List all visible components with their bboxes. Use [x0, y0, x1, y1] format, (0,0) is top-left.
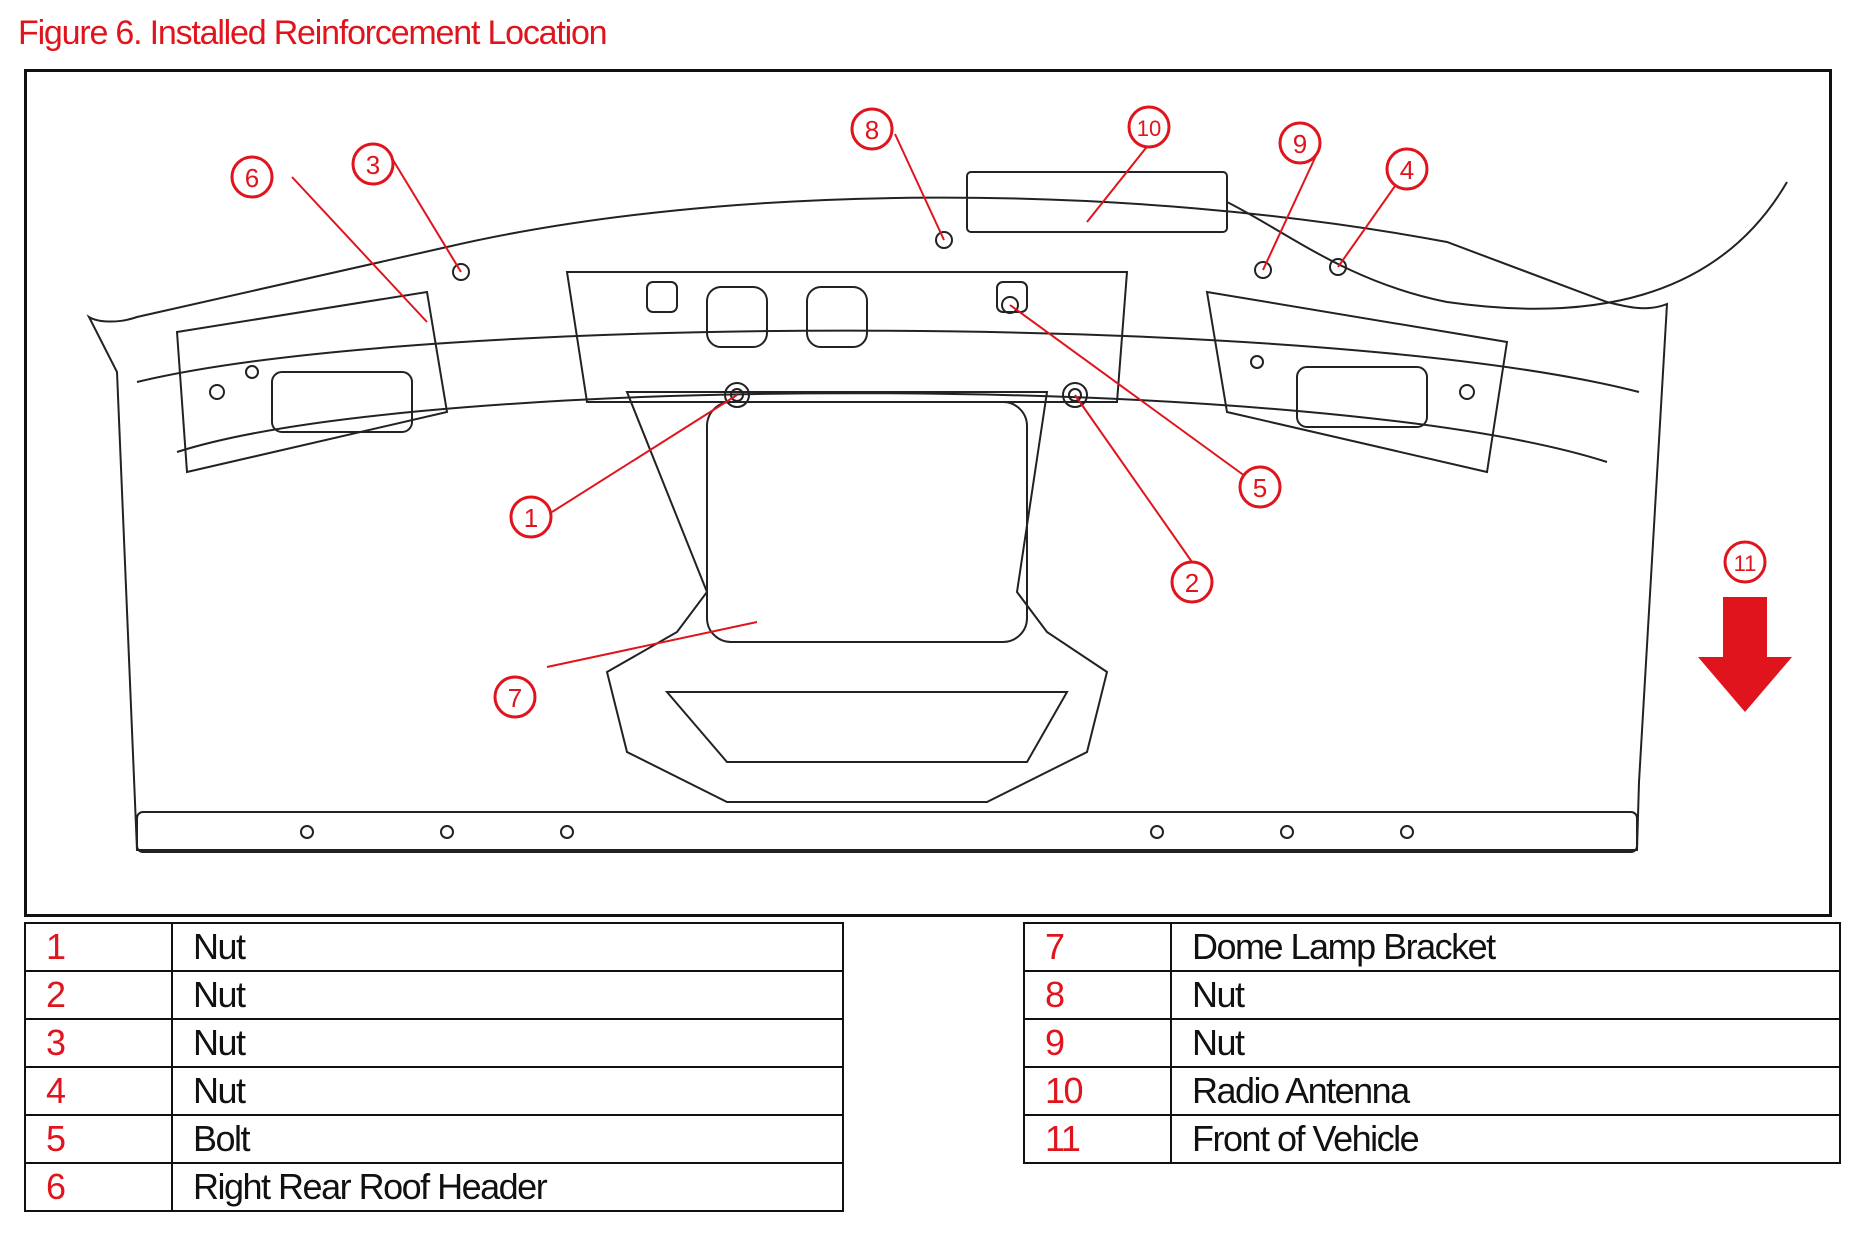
callout-1: 1 [509, 495, 553, 539]
legend-num: 6 [24, 1162, 173, 1212]
front-of-vehicle-arrow-icon [1698, 597, 1792, 712]
callout-markers: 1 2 3 4 5 6 7 [230, 105, 1767, 719]
callout-10: 10 [1127, 105, 1171, 149]
legend-label: Right Rear Roof Header [171, 1162, 844, 1212]
legend-num: 9 [1023, 1018, 1172, 1068]
left-header [175, 290, 449, 474]
figure-title: Figure 6. Installed Reinforcement Locati… [18, 14, 608, 52]
callout-10-label: 10 [1137, 116, 1161, 141]
callout-8: 8 [850, 107, 894, 151]
legend-label: Nut [171, 1018, 844, 1068]
legend-num: 10 [1023, 1066, 1172, 1116]
legend-label: Nut [171, 922, 844, 972]
legend-num: 2 [24, 970, 173, 1020]
callout-4: 4 [1385, 147, 1429, 191]
roof-diagram: 1 2 3 4 5 6 7 [86, 105, 1792, 853]
header-band [136, 329, 1640, 393]
callout-7-label: 7 [508, 683, 522, 713]
callout-9-label: 9 [1293, 129, 1307, 159]
legend-label: Nut [171, 970, 844, 1020]
callout-11-label: 11 [1734, 551, 1757, 576]
legend-num: 1 [24, 922, 173, 972]
bottom-rail [136, 811, 1638, 853]
callout-6: 6 [230, 155, 274, 199]
legend-label: Nut [171, 1066, 844, 1116]
right-header [1205, 290, 1509, 474]
roof-outline [86, 196, 1669, 851]
legend-num: 8 [1023, 970, 1172, 1020]
antenna-cable [1226, 181, 1788, 310]
roof-panel-drawing [86, 171, 1788, 853]
callout-3: 3 [351, 142, 395, 186]
callout-3-label: 3 [366, 150, 380, 180]
legend-num: 4 [24, 1066, 173, 1116]
legend-label: Nut [1170, 1018, 1841, 1068]
dome-lamp-bracket [605, 391, 1109, 803]
callout-leaders [291, 133, 1408, 668]
callout-9: 9 [1278, 121, 1322, 165]
legend-label: Radio Antenna [1170, 1066, 1841, 1116]
callout-1-label: 1 [524, 503, 538, 533]
callout-8-label: 8 [865, 115, 879, 145]
callout-2: 2 [1170, 560, 1214, 604]
callout-7: 7 [493, 675, 537, 719]
legend-num: 11 [1023, 1114, 1172, 1164]
diagram-frame: 1 2 3 4 5 6 7 [24, 69, 1832, 917]
callout-6-label: 6 [245, 163, 259, 193]
callout-2-label: 2 [1185, 568, 1199, 598]
legend-label: Nut [1170, 970, 1841, 1020]
legend-num: 5 [24, 1114, 173, 1164]
legend-label: Front of Vehicle [1170, 1114, 1841, 1164]
center-upper [565, 271, 1129, 403]
callout-5: 5 [1238, 465, 1282, 509]
callout-4-label: 4 [1400, 155, 1414, 185]
legend-num: 3 [24, 1018, 173, 1068]
callout-5-label: 5 [1253, 473, 1267, 503]
legend-num: 7 [1023, 922, 1172, 972]
legend-label: Bolt [171, 1114, 844, 1164]
callout-11: 11 [1723, 540, 1767, 584]
legend-label: Dome Lamp Bracket [1170, 922, 1841, 972]
